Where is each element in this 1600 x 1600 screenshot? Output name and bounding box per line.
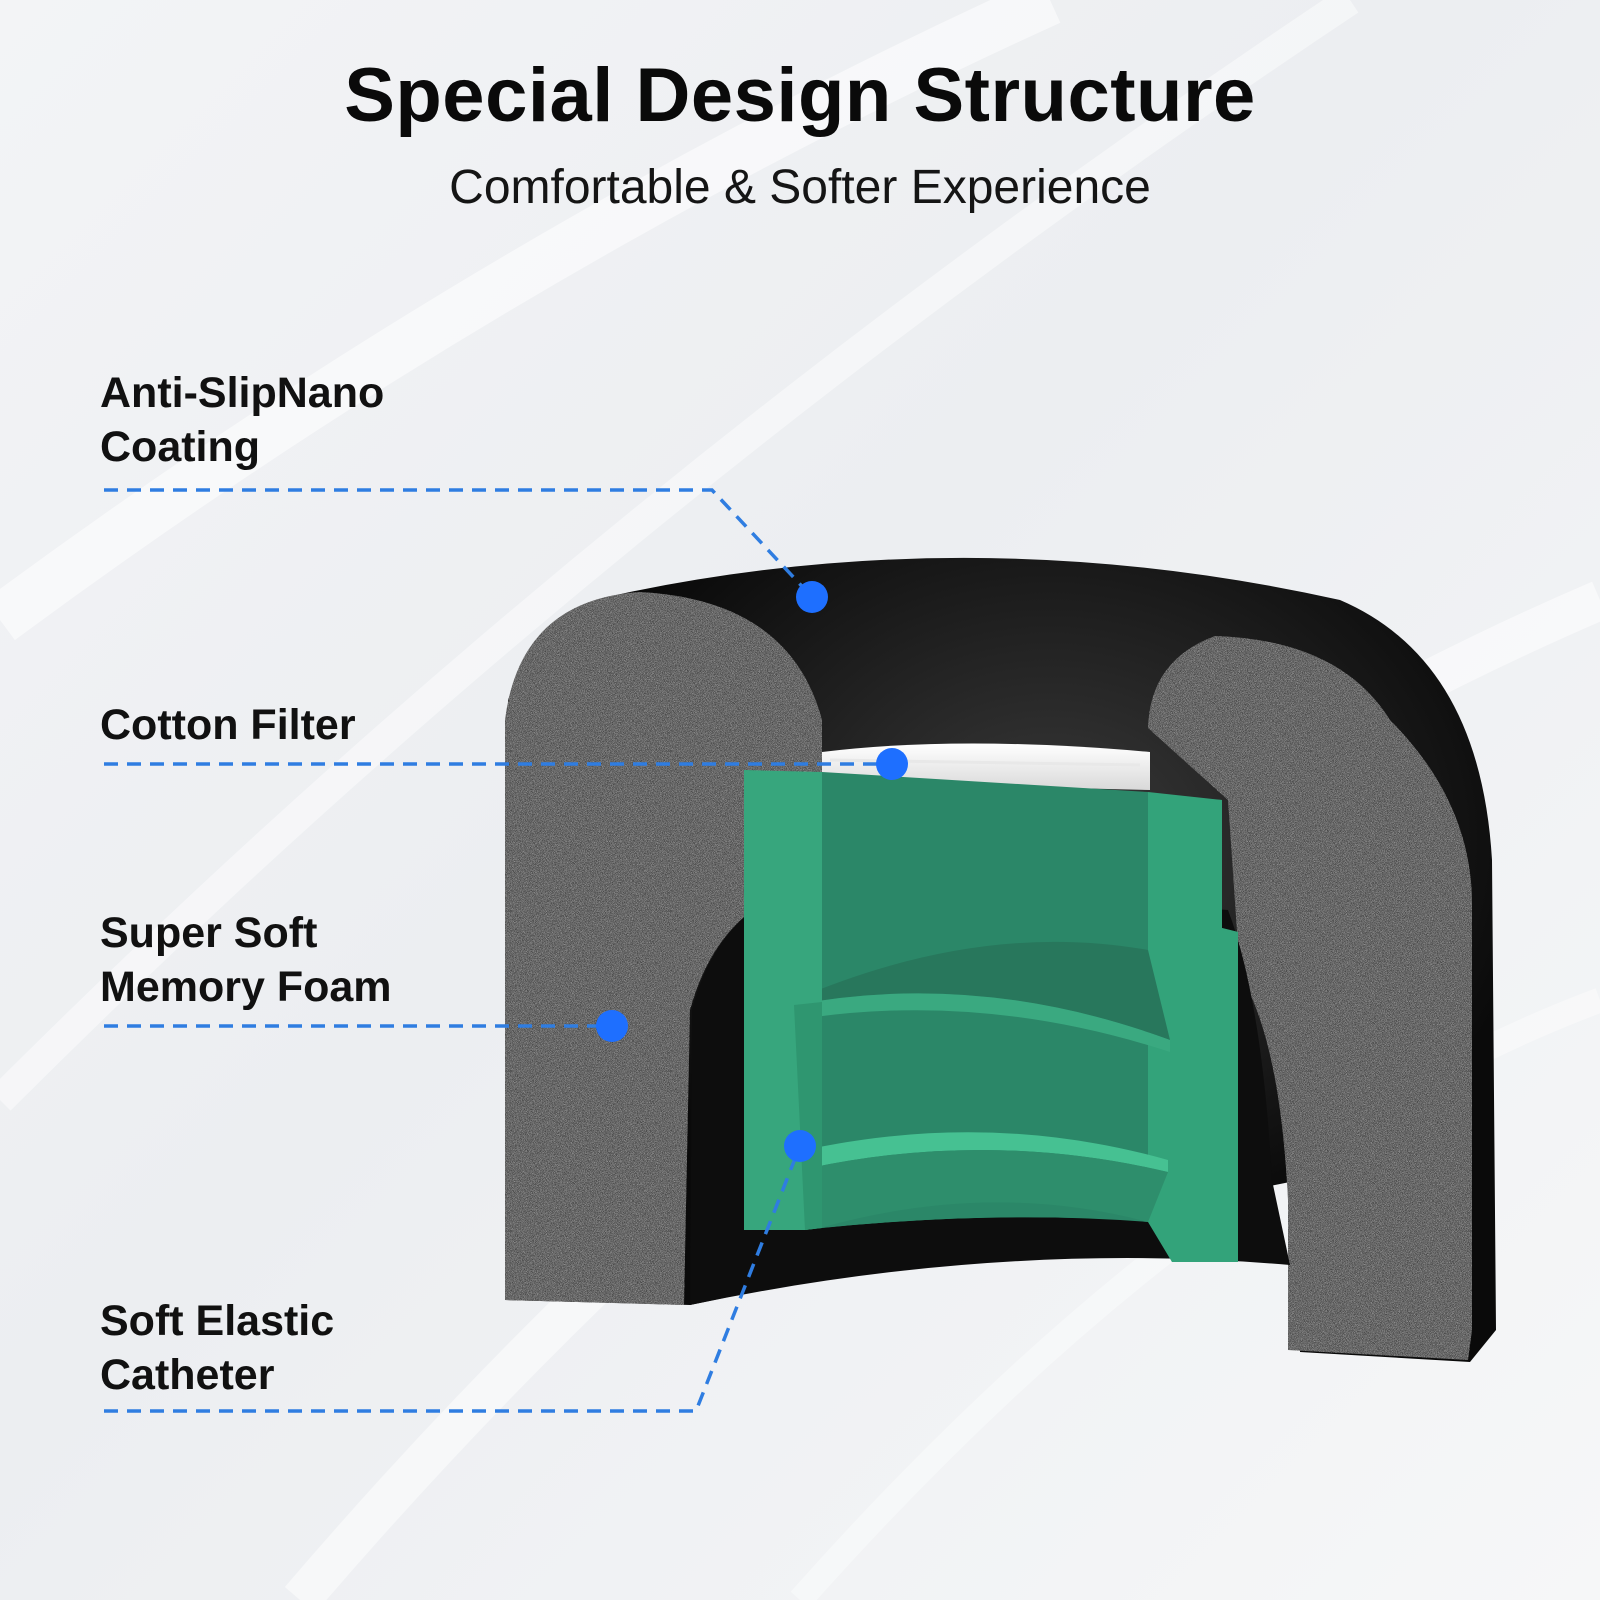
callout-anti-slip-line2: Coating [100, 423, 261, 471]
page-subtitle: Comfortable & Softer Experience [449, 161, 1151, 214]
callout-cotton-filter: Cotton Filter [100, 698, 356, 752]
dot-cotton-filter [876, 748, 908, 780]
memory-foam-left [505, 592, 822, 1305]
callout-cotton-filter-line1: Cotton Filter [100, 701, 356, 749]
callout-catheter-line1: Soft Elastic [100, 1297, 335, 1345]
callout-memory-foam-line2: Memory Foam [100, 963, 392, 1011]
callout-anti-slip-line1: Anti-SlipNano [100, 369, 385, 417]
leader-lines [104, 488, 892, 1413]
leader-line-catheter [104, 1145, 802, 1413]
callout-memory-foam-line1: Super Soft [100, 909, 318, 957]
callout-catheter-line2: Catheter [100, 1351, 275, 1399]
callout-memory-foam: Super Soft Memory Foam [100, 906, 392, 1014]
callout-anti-slip: Anti-SlipNano Coating [100, 366, 384, 474]
callout-catheter: Soft Elastic Catheter [100, 1294, 334, 1402]
dot-anti-slip [796, 581, 828, 613]
leader-line-anti-slip [104, 488, 814, 599]
dot-catheter [784, 1130, 816, 1162]
page-title: Special Design Structure [344, 53, 1256, 138]
dot-memory-foam [596, 1010, 628, 1042]
memory-foam-right [1148, 636, 1472, 1360]
